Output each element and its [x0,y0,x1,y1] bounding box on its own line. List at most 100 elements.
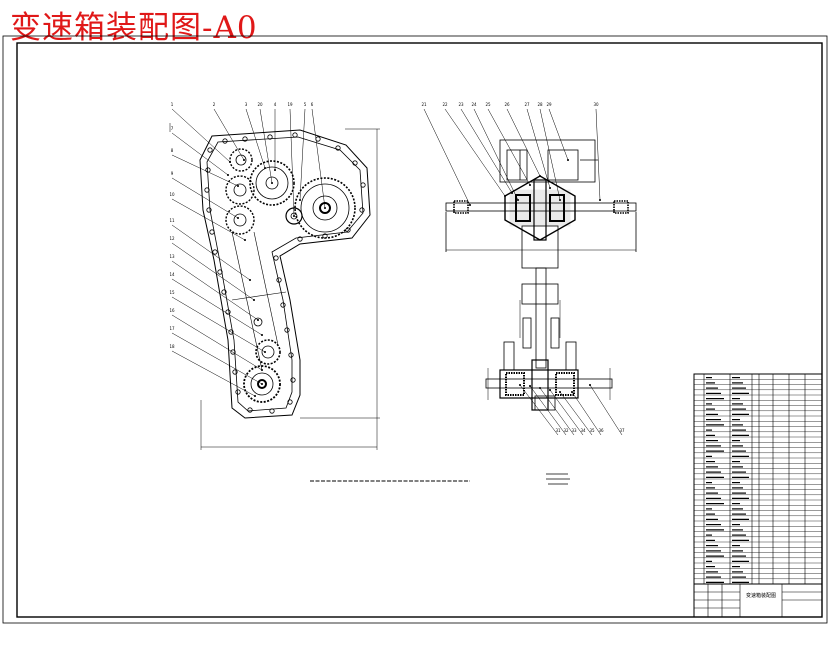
left-callout-19: 19 [287,102,293,107]
right-callout-14: 34 [580,428,586,433]
left-leader-8 [171,154,239,187]
upper-axle [445,202,637,212]
left-leader-dot-19 [292,214,296,218]
gear-large [294,177,356,239]
left-leader-6 [311,108,326,209]
left-leader-7 [171,132,229,176]
right-callout-9: 29 [546,102,552,107]
gear-lower-small [255,339,281,365]
left-leader-dot-5 [298,198,302,202]
right-leader-dot-1 [468,203,472,207]
left-leader-18 [171,350,256,397]
right-leader-17 [589,384,623,436]
left-leader-13 [171,260,259,321]
right-leader-dot-16 [570,390,574,394]
right-leader-dot-9 [566,158,570,162]
right-leader-dot-12 [528,384,532,388]
right-callout-2: 22 [442,102,448,107]
left-callout-13: 13 [169,254,175,259]
left-leader-dot-10 [243,238,247,242]
title-block [693,583,823,618]
left-callout-3: 3 [245,102,248,107]
right-leader-6 [506,108,541,177]
left-leader-15 [171,296,266,353]
left-leader-dot-3 [263,166,267,170]
left-leader-12 [171,242,255,301]
right-leader-dot-7 [548,186,552,190]
right-callout-1: 21 [421,102,427,107]
left-leader-dot-14 [260,333,264,337]
technical-notes [310,473,570,485]
left-leader-14 [171,278,263,336]
right-leader-dot-4 [516,198,520,202]
right-leader-dot-5 [528,183,532,187]
left-leader-2 [213,108,245,161]
left-callout-5: 5 [304,102,307,107]
right-leader-dot-2 [503,194,507,198]
gear-bottom [243,365,281,403]
left-callout-16: 16 [169,308,175,313]
inner-frame [16,42,823,618]
right-leader-dot-14 [548,388,552,392]
left-callout-15: 15 [169,290,175,295]
right-callout-15: 35 [589,428,595,433]
left-leader-19 [289,108,295,217]
left-leader-20 [259,108,273,184]
left-leader-5 [299,108,306,201]
right-callout-8: 28 [537,102,543,107]
left-leader-dot-12 [252,298,256,302]
gear-train [225,148,356,403]
right-leader-12 [529,385,567,436]
right-callout-5: 25 [485,102,491,107]
left-leader-dot-6 [323,206,327,210]
drawing-title: 变速箱装配图-A0 [10,10,258,46]
left-leader-3 [245,108,266,169]
outer-frame [2,35,828,624]
left-leader-dot-13 [256,318,260,322]
right-leader-3 [460,108,513,194]
right-leader-14 [549,389,584,436]
left-callout-2: 2 [213,102,216,107]
left-leader-dot-17 [260,382,264,386]
left-callout-12: 12 [169,236,175,241]
right-callout-11: 31 [555,428,561,433]
right-leader-dot-3 [510,191,514,195]
left-leader-dot-8 [236,184,240,188]
left-view [169,123,380,450]
left-leader-dot-7 [226,173,230,177]
left-leader-dot-4 [273,168,277,172]
right-leader-dot-17 [588,383,592,387]
left-callout-18: 18 [169,344,175,349]
left-callout-8: 8 [171,148,174,153]
gear-small-top [229,148,253,172]
left-callout-9: 9 [171,171,174,176]
left-callout-17: 17 [169,326,175,331]
right-leader-dot-11 [518,383,522,387]
left-leader-dot-11 [248,278,252,282]
right-callout-3: 23 [458,102,464,107]
left-leader-dot-1 [228,160,232,164]
right-callout-13: 33 [571,428,577,433]
right-leader-7 [526,108,551,189]
left-leader-dot-16 [260,368,264,372]
left-leader-16 [171,314,263,371]
left-leader-9 [171,177,239,219]
right-leader-11 [519,384,559,436]
left-callout-10: 10 [169,192,175,197]
right-leader-dot-6 [538,174,542,178]
lower-axle [485,378,613,389]
bolt-holes [204,132,366,414]
right-callout-7: 27 [524,102,530,107]
left-leader-dot-18 [253,394,257,398]
right-leader-dot-13 [538,386,542,390]
housing-outline [199,129,371,419]
right-leader-dot-10 [598,198,602,202]
left-leader-17 [171,332,263,385]
drive-shaft [535,267,547,369]
right-leader-9 [548,108,569,161]
right-leader-5 [487,108,531,186]
gear-idler [285,207,303,225]
left-callout-14: 14 [169,272,175,277]
housing-inner-outline [206,136,364,412]
